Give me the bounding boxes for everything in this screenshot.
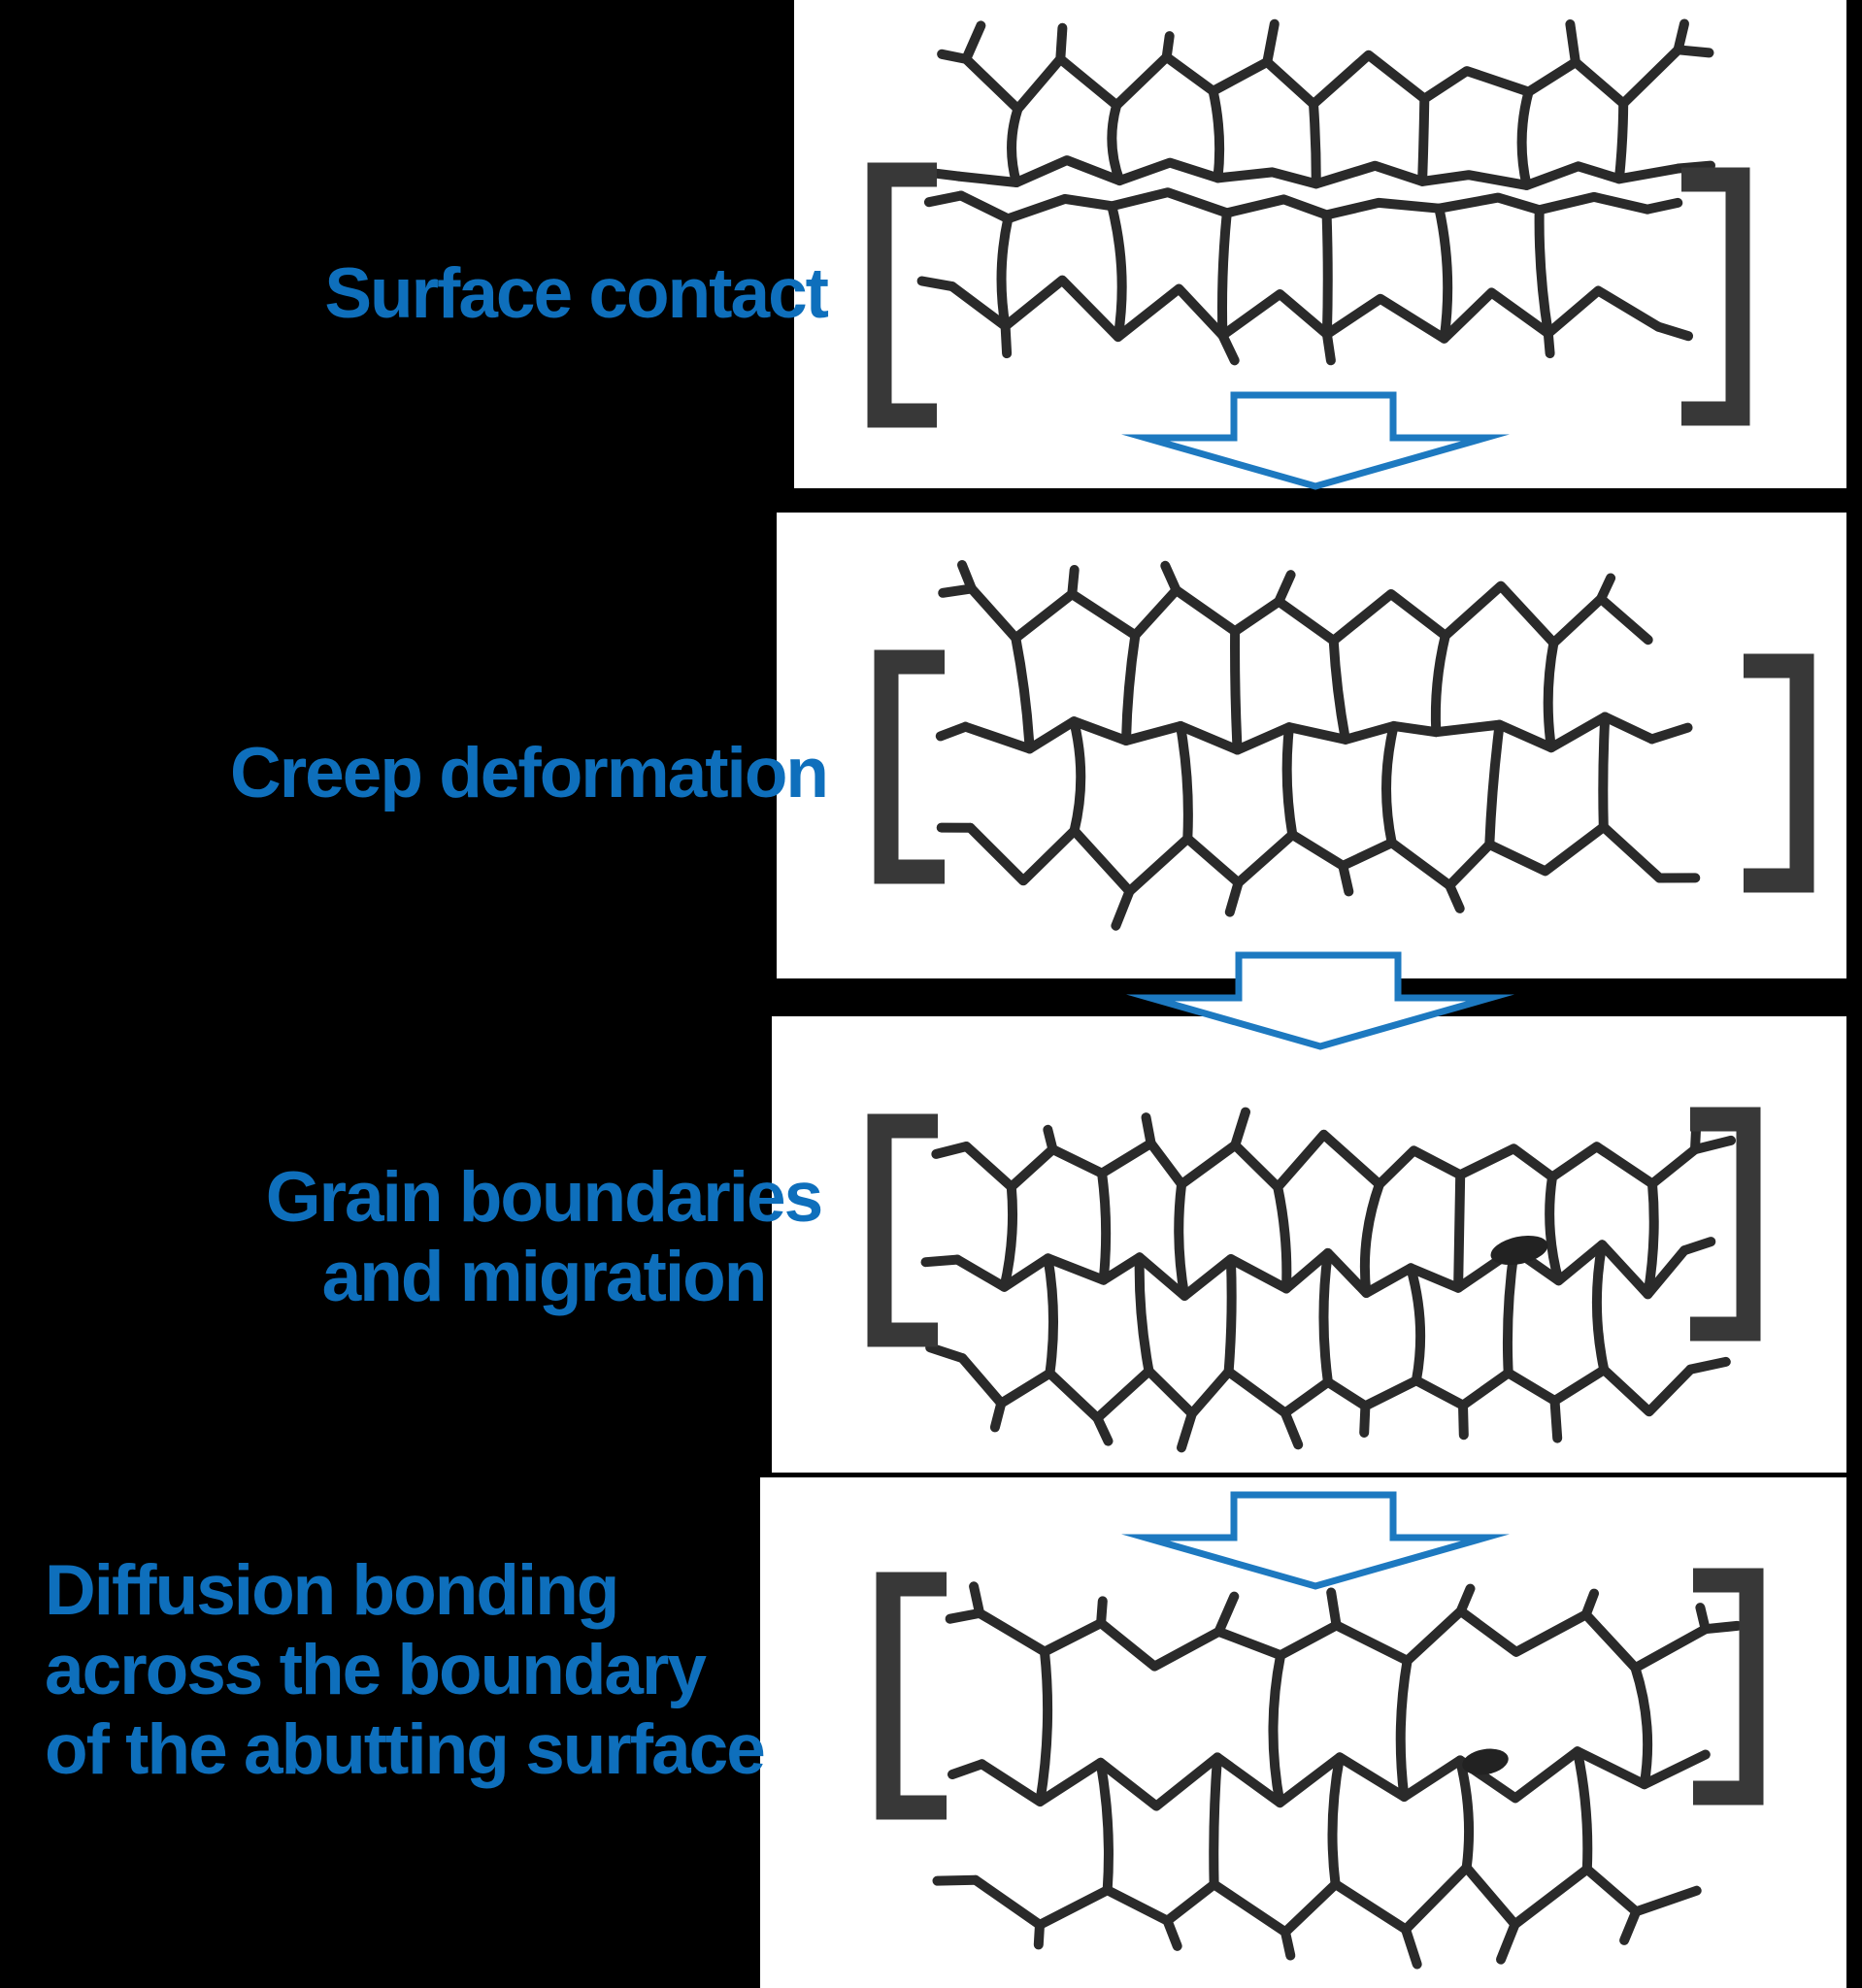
bracket-left-icon-stage4 [876, 1572, 947, 1820]
label-line: Creep deformation [230, 734, 829, 812]
down-arrow-icon-2 [1126, 951, 1514, 1050]
bracket-right-icon-stage3 [1690, 1107, 1761, 1342]
stage-label-diffusion-bonding: Diffusion bonding across the boundary of… [45, 1551, 1015, 1790]
pore-icon-stage3 [1490, 1235, 1548, 1266]
bracket-right-icon-stage1 [1681, 167, 1750, 426]
down-arrow-icon-3 [1121, 1491, 1510, 1590]
grain-structure-stage2 [935, 560, 1701, 931]
bracket-left-icon-stage3 [867, 1113, 938, 1347]
grain-structure-stage3 [920, 1107, 1736, 1453]
bracket-right-icon-stage2 [1744, 653, 1814, 893]
bracket-left-icon-stage1 [867, 162, 937, 428]
grain-structure-bottom-piece-stage1 [916, 187, 1694, 366]
label-line: of the abutting surface [45, 1710, 766, 1789]
stage-label-creep-deformation: Creep deformation [0, 734, 829, 813]
label-line: Diffusion bonding [45, 1551, 619, 1630]
grain-structure-top-piece-stage1 [918, 18, 1715, 190]
label-line: Grain boundaries [265, 1158, 823, 1237]
label-line: across the boundary [45, 1631, 707, 1709]
down-arrow-icon-1 [1121, 391, 1510, 490]
stage-label-grain-boundaries-migration: Grain boundaries and migration [97, 1158, 990, 1317]
stage-label-surface-contact: Surface contact [0, 254, 829, 334]
pore-icon-stage4 [1462, 1748, 1509, 1775]
label-line: Surface contact [324, 254, 829, 333]
label-line: and migration [321, 1238, 768, 1316]
grain-structure-stage4 [932, 1581, 1743, 1970]
bracket-right-icon-stage4 [1693, 1568, 1764, 1806]
bracket-left-icon-stage2 [874, 649, 945, 884]
